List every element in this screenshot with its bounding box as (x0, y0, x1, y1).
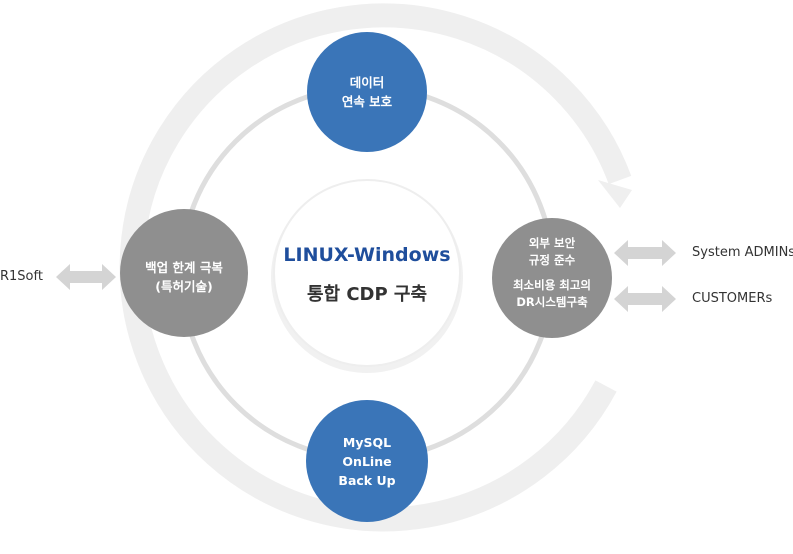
node-right-line: 규정 준수 (528, 253, 576, 267)
node-left-line: (특허기술) (155, 279, 213, 294)
node-bottom-label: MySQL OnLine Back Up (307, 433, 427, 490)
external-r1soft-label: R1Soft (0, 269, 43, 284)
node-right-line: 최소비용 최고의 (512, 278, 592, 292)
center-subtitle: 통합 CDP 구축 (306, 284, 428, 305)
node-left-line: 백업 한계 극복 (145, 260, 223, 275)
external-admins-label: System ADMINs (692, 245, 793, 260)
node-top-circle (307, 32, 427, 152)
node-bottom-line: Back Up (338, 473, 396, 488)
external-customers-label: CUSTOMERs (692, 291, 773, 306)
node-left-circle (120, 209, 248, 337)
node-top-label: 데이터 연속 보호 (307, 73, 427, 111)
node-right-line: 외부 보안 (528, 236, 576, 250)
node-bottom-circle (306, 400, 428, 522)
node-bottom-line: OnLine (342, 454, 392, 469)
node-top-line: 데이터 (349, 75, 385, 90)
arrow-right-customers (614, 286, 676, 312)
outer-cycle-arrowhead (598, 180, 632, 208)
arrow-left-r1soft (56, 264, 116, 290)
arrow-right-admins (614, 240, 676, 266)
node-right-line: DR시스템구축 (516, 295, 588, 309)
node-top-line: 연속 보호 (341, 94, 393, 109)
node-right-label: 외부 보안 규정 준수 최소비용 최고의 DR시스템구축 (487, 235, 617, 311)
center-title: LINUX-Windows (283, 244, 451, 266)
node-left-label: 백업 한계 극복 (특허기술) (119, 258, 249, 296)
center-disk (273, 179, 461, 367)
node-right-circle (492, 218, 612, 338)
node-bottom-line: MySQL (342, 435, 392, 450)
